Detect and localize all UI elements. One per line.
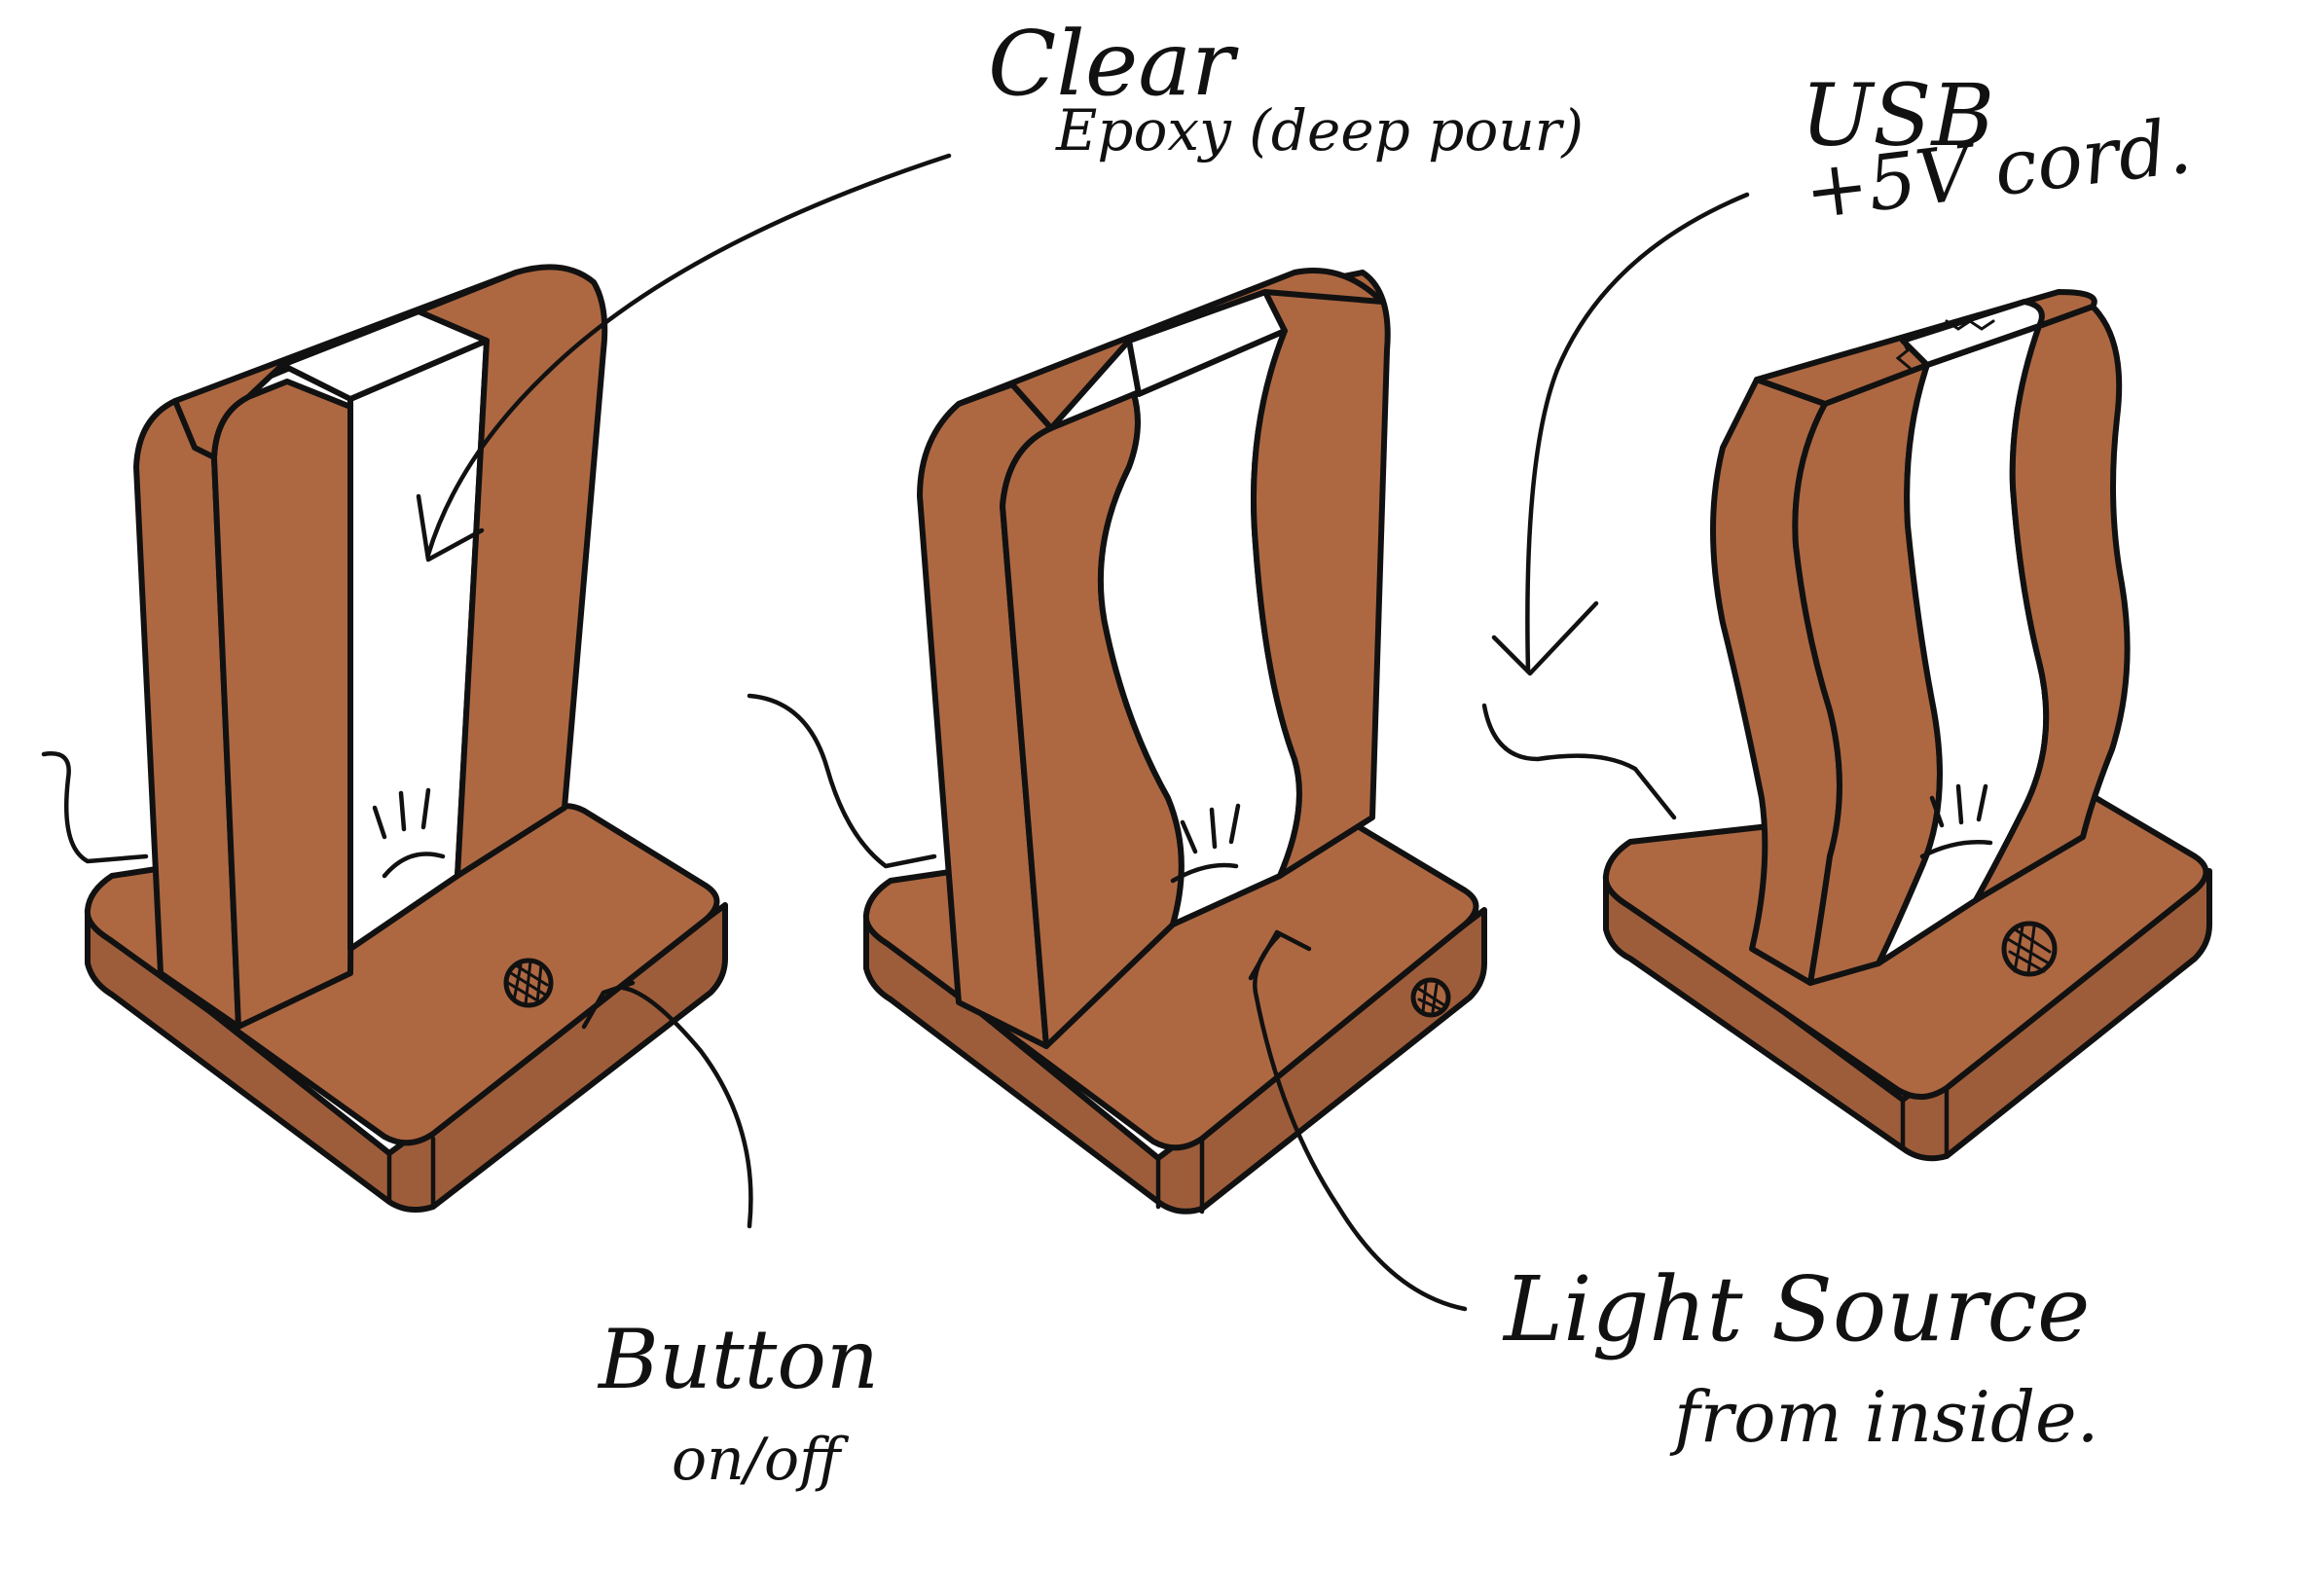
usb-arrow	[1525, 192, 1750, 674]
lamp-2-right-curve	[1251, 270, 1391, 879]
epoxy-arrow-head	[416, 493, 485, 562]
lamp-3-light-rays	[1919, 783, 1993, 859]
lamp-3-power-cord	[1481, 703, 1677, 820]
lamp-1-left-front	[211, 379, 358, 1030]
label-epoxy: Epoxy (deep pour)	[1056, 97, 1585, 163]
lamp-2-light-rays	[1170, 803, 1241, 884]
label-from-inside: from inside.	[1674, 1376, 2099, 1458]
lamp-3-base-side	[1603, 868, 2212, 1162]
label-onoff: on/off	[672, 1426, 841, 1494]
usb-arrow-head	[1491, 600, 1599, 676]
lamp-3-right-wave	[1973, 304, 2131, 903]
label-usb: USB	[1801, 65, 1995, 165]
button-arrow-head	[581, 980, 636, 1030]
lamp-3-epoxy-top	[1900, 299, 2045, 368]
lamp-2-top	[956, 268, 1385, 431]
lamp-1-base-side	[85, 902, 728, 1214]
button-arrow	[620, 985, 753, 1229]
epoxy-arrow	[425, 153, 952, 558]
lamp-2-curved	[747, 268, 1487, 1215]
callout-arrows	[416, 153, 1750, 1312]
lamp-1-right-slab	[416, 264, 608, 879]
label-clear: Clear	[988, 12, 1235, 116]
light-arrow-head	[1248, 929, 1312, 981]
lamp-1-top-left	[172, 270, 519, 460]
lamp-2-power-cord	[747, 693, 937, 869]
label-light-source: Light Source	[1504, 1257, 2091, 1361]
lamp-3-button	[2001, 921, 2058, 977]
label-button: Button	[599, 1312, 880, 1407]
lamp-2-button	[1410, 977, 1451, 1018]
lamp-2-base-side	[863, 907, 1487, 1215]
lamp-1-light-rays	[372, 787, 446, 879]
lamp-1-power-cord	[41, 751, 149, 864]
lamp-1-straight	[41, 264, 728, 1214]
light-arrow	[1253, 931, 1468, 1312]
lamp-3-wavy	[1481, 289, 2212, 1162]
lamp-1-button	[503, 958, 554, 1008]
